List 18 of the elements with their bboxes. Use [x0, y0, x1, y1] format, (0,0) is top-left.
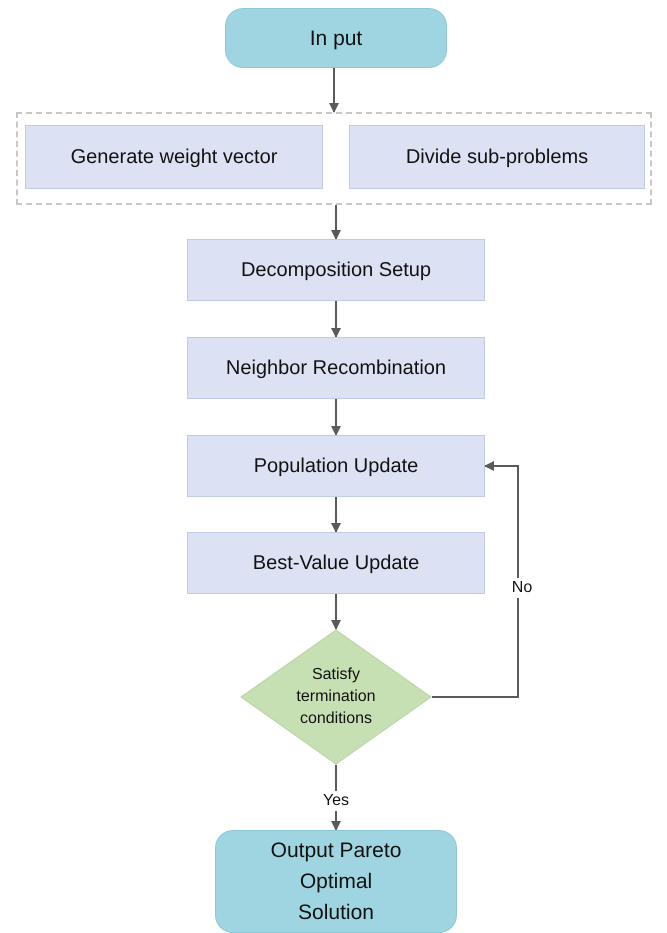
terminal-box: Output Pareto Optimal Solution [215, 830, 457, 933]
process-box: Neighbor Recombination [187, 337, 485, 399]
arrow [331, 594, 341, 630]
terminal-box: In put [225, 8, 447, 68]
edge-label: Yes [320, 791, 352, 811]
arrow [329, 68, 339, 113]
process-box: Generate weight vector [25, 125, 323, 189]
dashed-group-box [16, 112, 652, 205]
decision-text: Satisfy termination conditions [295, 665, 377, 729]
arrow [331, 301, 341, 338]
arrow [331, 205, 341, 240]
process-box: Divide sub-problems [349, 125, 645, 189]
process-box: Decomposition Setup [187, 239, 485, 301]
process-box: Population Update [187, 435, 485, 497]
process-box: Best-Value Update [187, 532, 485, 594]
arrow [432, 461, 519, 698]
arrow [331, 497, 341, 533]
arrow [331, 399, 341, 436]
